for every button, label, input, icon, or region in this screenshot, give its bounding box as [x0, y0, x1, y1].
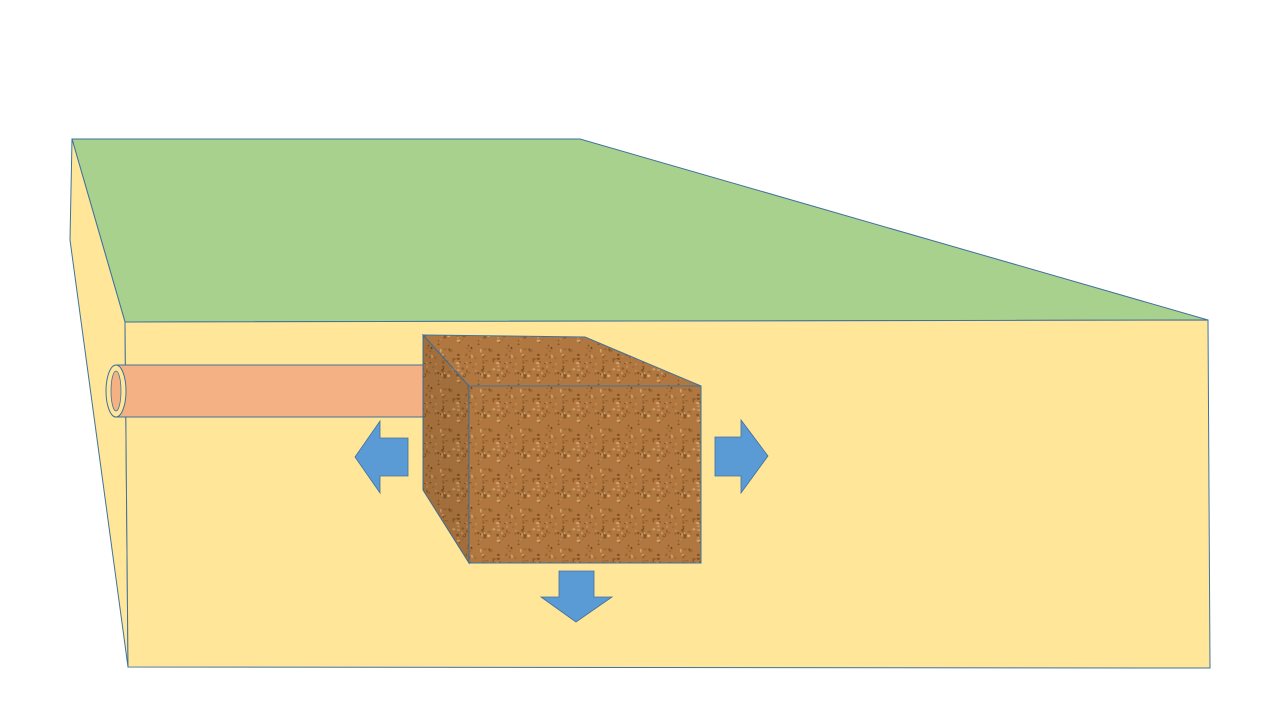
arrow-down-icon: [539, 570, 614, 623]
pipe-body: [115, 364, 445, 418]
ground-surface-grass: [71, 138, 1209, 323]
arrow-right-icon: [714, 418, 769, 495]
gravel-soak-pit: [421, 333, 702, 565]
gravel-side-shade: [423, 335, 469, 563]
gravel-front-face: [468, 385, 702, 564]
inlet-pipe: [105, 364, 454, 418]
pipe-opening-inner: [110, 370, 122, 412]
arrow-left-icon: [354, 419, 409, 495]
